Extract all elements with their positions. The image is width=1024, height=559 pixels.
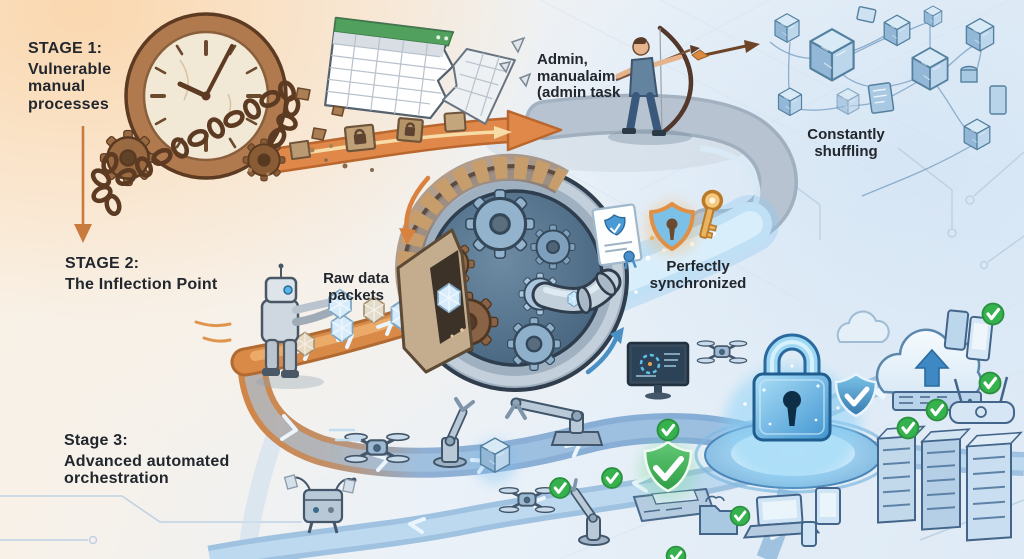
constantly-line: Constantly bbox=[807, 126, 885, 143]
certificate-icon bbox=[591, 203, 643, 270]
paper-shards bbox=[498, 36, 532, 88]
admin-line: manualaim bbox=[537, 67, 616, 85]
raw-data-line: Raw data bbox=[323, 270, 389, 287]
smartphone-icon bbox=[801, 521, 817, 547]
drone-icon bbox=[696, 339, 748, 365]
stage2-line: The Inflection Point bbox=[65, 275, 218, 293]
stage1-kicker: STAGE 1: bbox=[28, 40, 103, 57]
robot-arm-icon bbox=[564, 478, 610, 546]
check-circle-icon bbox=[977, 370, 1003, 396]
stage1-line: Vulnerable bbox=[28, 60, 112, 78]
speed-lines bbox=[328, 428, 362, 442]
constantly-shuffling-label: Constantly shuffling bbox=[776, 126, 916, 160]
tablet-icon bbox=[815, 487, 841, 525]
shield-check-green-icon bbox=[632, 440, 716, 523]
check-circle-icon bbox=[655, 417, 681, 443]
cloud-icon bbox=[836, 310, 890, 343]
check-circle-icon bbox=[980, 301, 1006, 327]
shield-check-blue-icon bbox=[834, 372, 878, 418]
gear-machine-icon bbox=[395, 153, 629, 392]
stage2-kicker: STAGE 2: bbox=[65, 255, 140, 272]
key-icon bbox=[699, 189, 724, 239]
stage1-line: processes bbox=[28, 95, 109, 113]
check-circle-icon bbox=[729, 505, 751, 527]
torn-spreadsheet-icon bbox=[324, 16, 455, 120]
perfectly-line: Perfectly bbox=[666, 258, 730, 275]
stage2-label: STAGE 2: The Inflection Point bbox=[65, 255, 217, 293]
check-circle-icon bbox=[895, 415, 921, 441]
check-circle-icon bbox=[665, 545, 687, 559]
padlock-hub-icon bbox=[694, 333, 892, 494]
robot-arm-icon bbox=[505, 397, 604, 446]
minute-hand bbox=[204, 44, 234, 98]
perfectly-line: synchronized bbox=[649, 274, 747, 292]
raw-data-line: packets bbox=[328, 286, 384, 304]
admin-label: Admin, manualaim (admin task bbox=[537, 51, 621, 102]
cube-on-road-icon bbox=[473, 437, 517, 484]
stage1-line: manual bbox=[28, 78, 86, 95]
server-rack-icon bbox=[876, 425, 1023, 542]
robot-feeder-icon bbox=[256, 263, 352, 389]
wifi-router-icon bbox=[949, 376, 1015, 424]
cube-network-icon bbox=[769, 5, 1007, 197]
laptop-icon bbox=[742, 493, 821, 539]
robot-arm-icon bbox=[433, 397, 475, 468]
hopper bbox=[396, 228, 474, 374]
orange-arrow-icon bbox=[265, 109, 563, 173]
admin-line: (admin task bbox=[537, 84, 621, 101]
spreadsheet-fragment bbox=[441, 48, 516, 125]
constantly-line: shuffling bbox=[814, 142, 878, 160]
raw-data-label: Raw data packets bbox=[296, 270, 416, 304]
pipe-icon bbox=[531, 268, 622, 315]
smartphone-icon bbox=[943, 309, 994, 362]
arrow-projectile-icon bbox=[691, 40, 760, 61]
check-circle-icon bbox=[548, 476, 572, 500]
admin-line: Admin, bbox=[537, 51, 588, 68]
stage3-kicker: Stage 3: bbox=[64, 432, 128, 449]
shield-keyhole-icon bbox=[645, 201, 699, 255]
archer-icon bbox=[608, 25, 700, 145]
stage1-label: STAGE 1: Vulnerable manual processes bbox=[28, 40, 111, 113]
falling-rocks bbox=[247, 87, 345, 176]
stage3-line: orchestration bbox=[64, 470, 169, 487]
check-circle-icon bbox=[600, 466, 624, 490]
stone-padlock-icon bbox=[288, 111, 467, 172]
circuit-traces bbox=[0, 147, 1024, 545]
down-arrow-icon bbox=[74, 126, 92, 243]
perfectly-synchronized-label: Perfectly synchronized bbox=[623, 258, 773, 292]
stage3-label: Stage 3: Advanced automated orchestratio… bbox=[64, 432, 229, 488]
stage3-line: Advanced automated bbox=[64, 452, 230, 470]
hour-hand bbox=[177, 81, 209, 99]
delivery-robot-icon bbox=[283, 474, 357, 534]
chain bbox=[90, 80, 301, 217]
check-circle-icon bbox=[924, 397, 950, 423]
monitor-dashboard-icon bbox=[626, 341, 690, 400]
chained-clock-icon bbox=[90, 12, 345, 217]
